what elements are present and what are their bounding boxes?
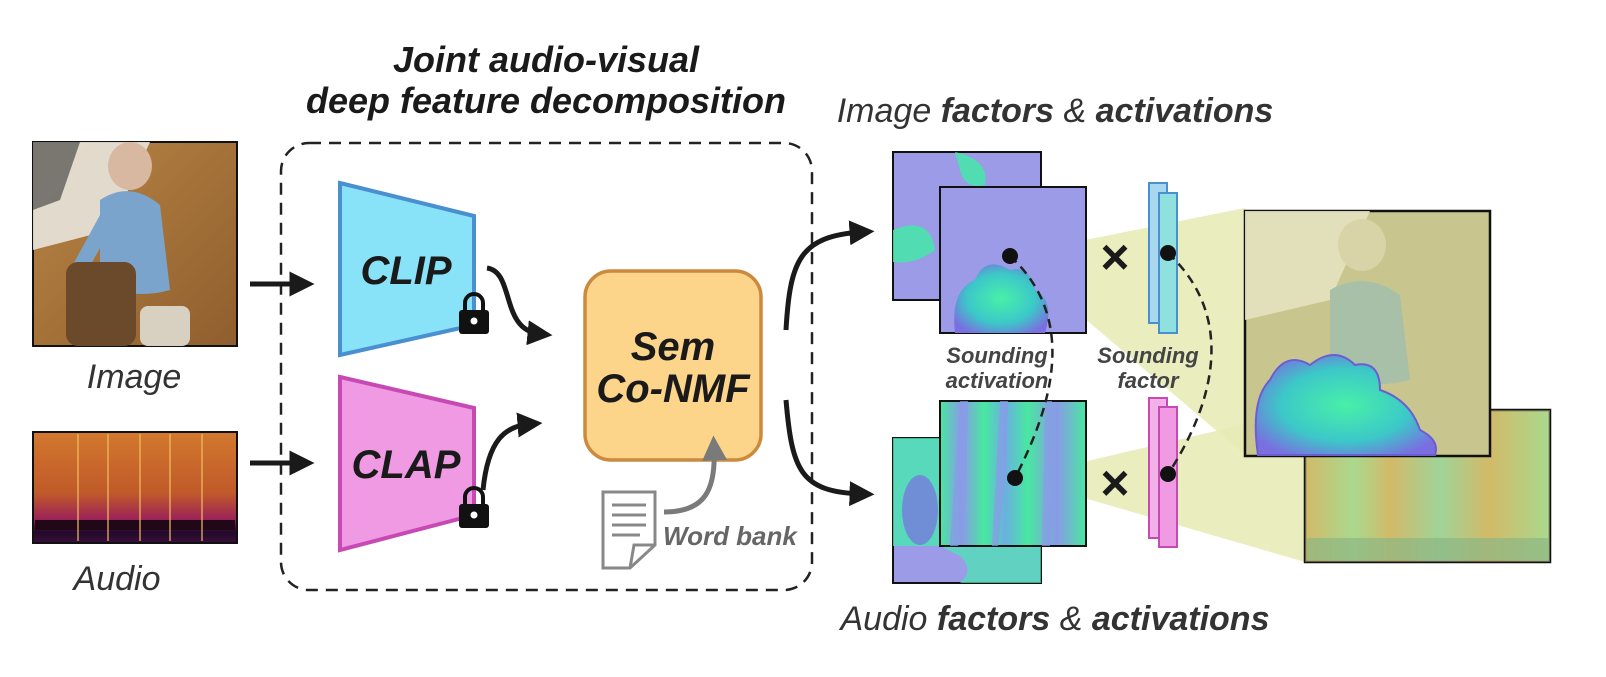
word-bank-label: Word bank (663, 521, 798, 551)
title-line-1: Joint audio-visual (393, 39, 700, 80)
sounding-factor-label-line-2: factor (1117, 368, 1180, 393)
image-activation-dot (1002, 248, 1018, 264)
arrow-nmf-to-audio-factors (783, 399, 875, 507)
clap-label: CLAP (352, 443, 461, 487)
audio-factors-title: Audio factors & activations (839, 600, 1270, 638)
image-overlay-output (1243, 209, 1492, 458)
image-factor-vector (1148, 182, 1178, 334)
input-spectrogram (32, 431, 238, 544)
multiply-sign-audio: × (1100, 455, 1129, 511)
clap-lock-icon (459, 486, 489, 528)
decomposition-box (279, 141, 814, 592)
audio-activation-dot (1007, 470, 1023, 486)
sounding-factor-label-line-1: Sounding (1097, 343, 1199, 368)
word-bank-document-icon (601, 490, 657, 570)
factor-link-dashed (1166, 252, 1213, 475)
input-image (32, 141, 238, 347)
sounding-activation-label-line-2: activation (946, 368, 1049, 393)
audio-input-label: Audio (72, 560, 161, 598)
arrow-word-bank-to-nmf (663, 435, 728, 515)
clip-lock-icon (459, 292, 489, 334)
arrow-nmf-to-image-factors (783, 220, 875, 331)
activation-link-dashed (1009, 255, 1054, 479)
sounding-activation-label-line-1: Sounding (946, 343, 1048, 368)
nmf-label-line-1: Sem (631, 325, 716, 369)
image-input-label: Image (87, 358, 182, 396)
arrow-clip-to-nmf (486, 265, 553, 346)
nmf-label-line-2: Co-NMF (596, 367, 751, 411)
image-factors-title: Image factors & activations (837, 92, 1274, 130)
title-line-2: deep feature decomposition (306, 80, 786, 121)
multiply-sign-image: × (1100, 229, 1129, 285)
clip-label: CLIP (360, 249, 451, 293)
sem-co-nmf-block (583, 269, 763, 462)
audio-factor-dot (1160, 466, 1176, 482)
image-factor-dot (1160, 245, 1176, 261)
arrow-clap-to-nmf (480, 412, 543, 491)
